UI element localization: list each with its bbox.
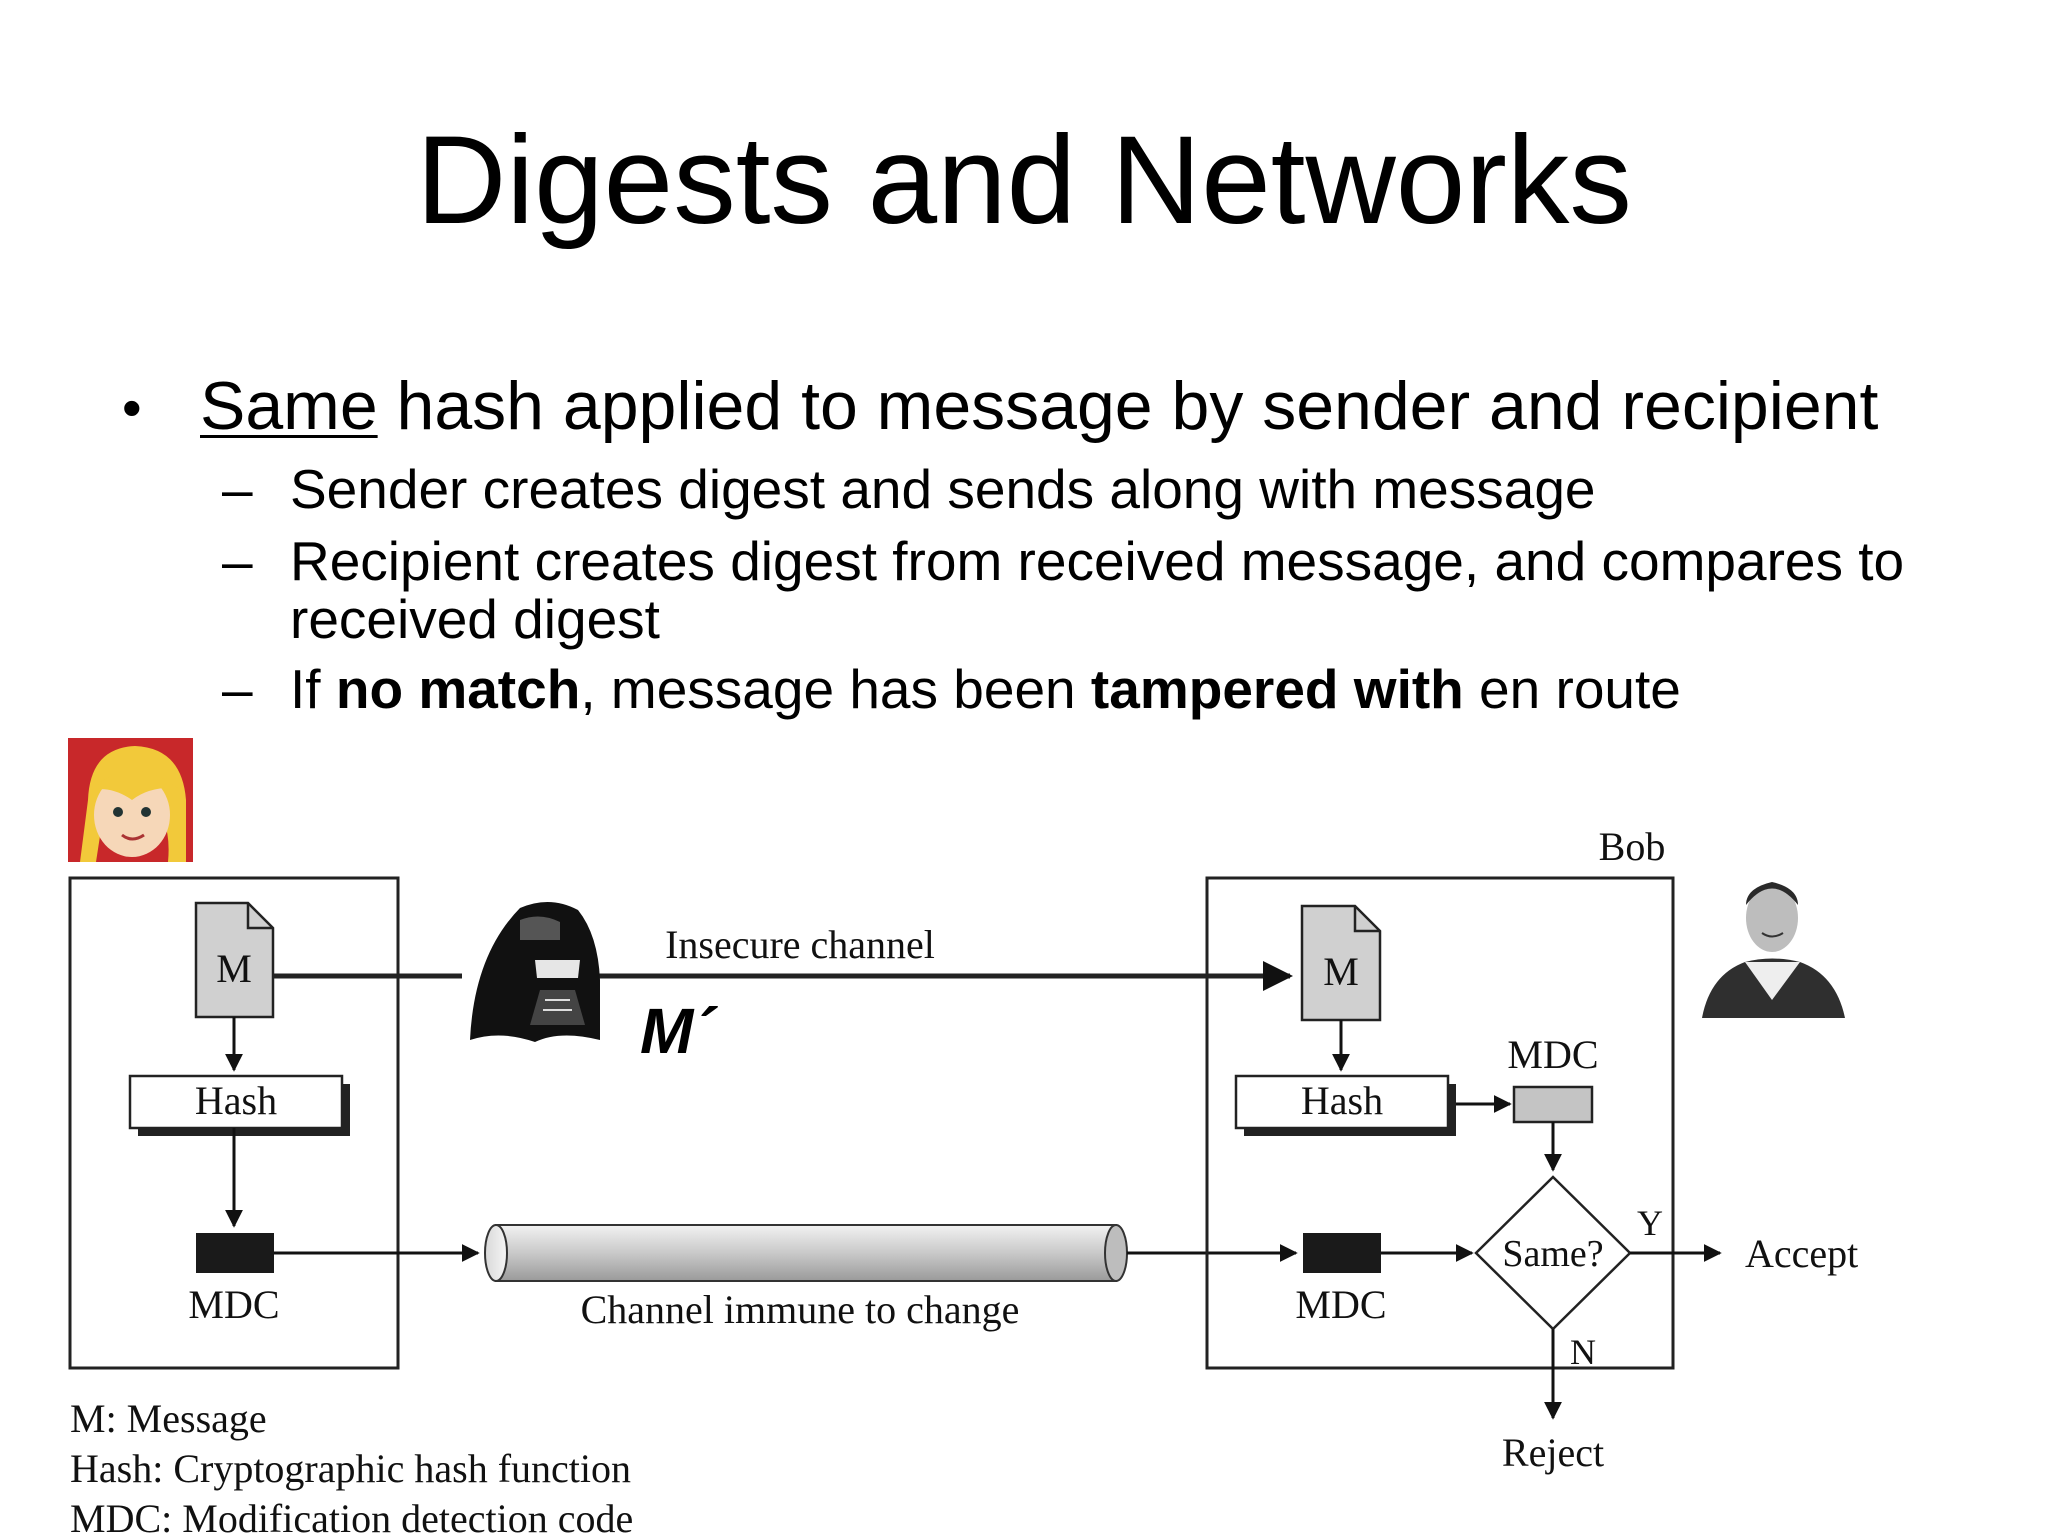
legend-item: MDC: Modification detection code xyxy=(70,1496,633,1536)
dash-marker: – xyxy=(222,530,253,592)
attacker-helmet xyxy=(470,901,600,1042)
immune-channel-label: Channel immune to change xyxy=(581,1287,1020,1332)
receiver-message-doc: M xyxy=(1300,904,1382,1022)
main-bullet: Same hash applied to message by sender a… xyxy=(200,372,1878,440)
bob-label: Bob xyxy=(1599,824,1666,869)
reject-label: Reject xyxy=(1502,1430,1604,1475)
receiver-hash-box: Hash xyxy=(1234,1074,1456,1136)
sender-mdc-label: MDC xyxy=(188,1282,279,1327)
legend-item: M: Message xyxy=(70,1396,267,1441)
legend: M: Message Hash: Cryptographic hash func… xyxy=(70,1396,633,1536)
same-label: Same? xyxy=(1502,1233,1603,1275)
sub-bullet-recipient-line1: Recipient creates digest from received m… xyxy=(290,530,1905,592)
receiver-mdc-top-label: MDC xyxy=(1507,1032,1598,1077)
tamper-text-tampered: tampered with xyxy=(1090,658,1464,720)
sender-hash-box: Hash xyxy=(128,1074,350,1136)
receiver-box xyxy=(1205,876,1675,1370)
underlined-word: Same xyxy=(200,368,378,444)
accept-label: Accept xyxy=(1745,1231,1858,1276)
sender-message-doc: M xyxy=(194,901,275,1019)
receiver-hash-label: Hash xyxy=(1301,1078,1383,1123)
receiver-received-mdc xyxy=(1303,1233,1381,1273)
alice-avatar xyxy=(68,738,193,862)
sub-bullet-recipient-line2: received digest xyxy=(290,588,660,650)
tamper-text-a: If xyxy=(290,658,336,720)
tamper-text-e: en route xyxy=(1463,658,1681,720)
tamper-text-no-match: no match xyxy=(335,658,581,720)
receiver-m-label: M xyxy=(1323,949,1359,994)
sub-bullet-tamper: If no match, message has been tampered w… xyxy=(290,662,1681,717)
tamper-text-c: , message has been xyxy=(580,658,1091,720)
main-bullet-text: hash applied to message by sender and re… xyxy=(377,368,1879,444)
sub-bullet-sender: Sender creates digest and sends along wi… xyxy=(290,458,1596,520)
sender-hash-label: Hash xyxy=(195,1078,277,1123)
modified-message-label: M´ xyxy=(640,995,718,1067)
bob-avatar xyxy=(1702,882,1845,1018)
no-label: N xyxy=(1570,1332,1596,1372)
receiver-mdc-bottom-label: MDC xyxy=(1295,1282,1386,1327)
dash-marker: – xyxy=(222,658,253,720)
insecure-channel-label: Insecure channel xyxy=(665,922,935,967)
bullet-marker: • xyxy=(122,376,142,439)
sender-m-label: M xyxy=(216,946,252,991)
yes-label: Y xyxy=(1637,1203,1663,1243)
immune-channel-pipe xyxy=(484,1224,1128,1282)
sender-box xyxy=(68,876,400,1370)
sender-mdc-block xyxy=(196,1233,274,1273)
receiver-computed-mdc xyxy=(1512,1085,1594,1124)
slide-title: Digests and Networks xyxy=(416,111,1632,250)
bullet-list: • Same hash applied to message by sender… xyxy=(0,0,2048,720)
dash-marker: – xyxy=(222,458,253,520)
legend-item: Hash: Cryptographic hash function xyxy=(70,1446,631,1491)
